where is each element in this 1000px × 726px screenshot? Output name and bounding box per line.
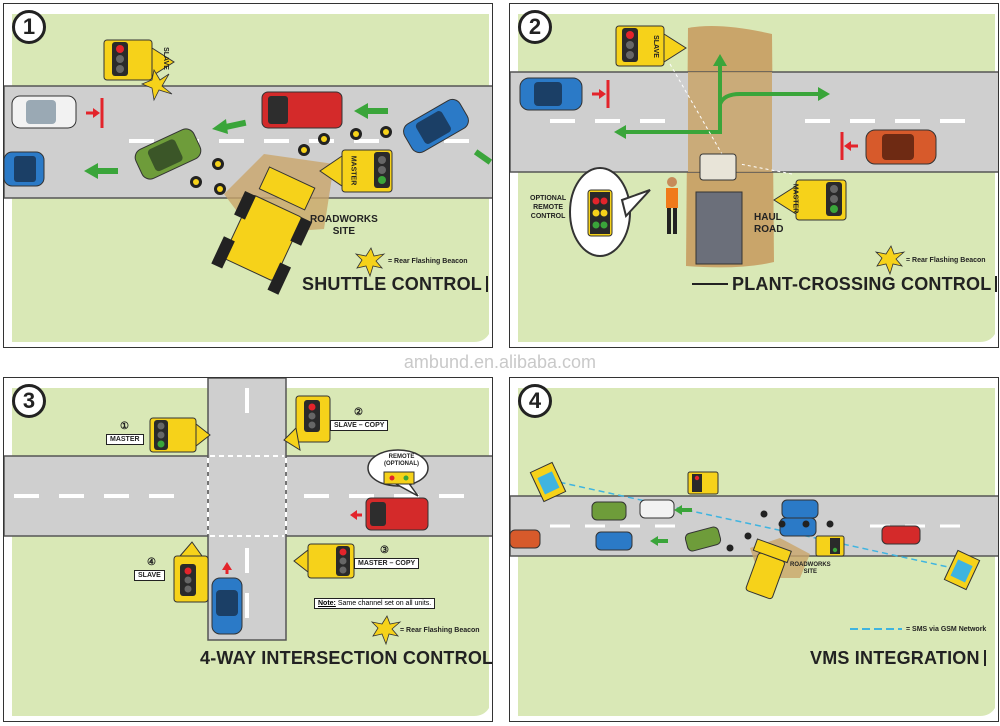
site-line2: SITE [803,569,817,575]
panel-number-4: 4 [518,384,552,418]
slave-label: SLAVE [134,570,165,581]
watermark: ambund.en.alibaba.com [403,352,597,372]
remote-line2: (OPTIONAL) [384,461,419,467]
marker-4: ④ [147,557,156,568]
slave-traffic-light-unit [687,471,719,495]
blue-car-right [403,98,469,154]
master-label: MASTER [106,434,144,445]
roadworks-site-label: ROADWORKS SITE [310,214,378,238]
master-traffic-light-unit [319,149,393,193]
panel-title-vms: VMS INTEGRATION [810,648,986,669]
plant-crossing-title-text: PLANT-CROSSING CONTROL [732,274,992,294]
panel-title-shuttle-control: SHUTTLE CONTROL [302,274,488,295]
master-copy-label: MASTER – COPY [354,558,420,569]
green-car [134,128,202,180]
panel-title-4-way: 4-WAY INTERSECTION CONTROL [200,648,492,669]
panel-number-3: 3 [12,384,46,418]
white-car [11,95,77,129]
remote-line1: OPTIONAL [530,195,567,202]
roadworks-site-label: ROADWORKS SITE [790,562,831,576]
blue-car-left [4,151,45,187]
vms-scene [510,378,998,721]
blue-car [211,577,243,635]
vms-board-left [529,461,567,503]
remote-line3: CONTROL [530,213,566,220]
site-label-line1: ROADWORKS [310,214,378,225]
slave-label: SLAVE [651,35,659,58]
haul-road-label: HAUL ROAD [754,212,783,236]
site-label-line2: SITE [332,226,355,237]
panel-number-1: 1 [12,10,46,44]
remote-line1: REMOTE [388,454,415,460]
traffic-light-unit-1 [149,417,211,453]
vms-board-right [943,549,981,591]
sms-link-line [539,477,963,571]
beacon-star-icon [354,247,386,278]
remote-line2: REMOTE [533,204,564,211]
beacon-star-icon [874,245,906,276]
worker-figure [666,177,678,234]
panel-4-way-intersection: 3 ① MASTER ② SLAVE – COPY ③ MASTER – COP… [3,377,493,722]
panel-shuttle-control: 1 SLAVE MASTER ROADWORKS SITE = Rear Fla… [3,3,493,348]
marker-1: ① [120,421,129,432]
loader-vehicle [745,538,792,600]
loader-vehicle [211,166,316,295]
haul-truck [695,153,743,265]
note-text: Same channel set on all units. [335,600,432,607]
marker-3: ③ [380,545,389,556]
plant-crossing-scene [510,4,998,347]
master-label: MASTER [791,183,799,214]
beacon-legend: = Rear Flashing Beacon [400,627,480,634]
haul-line2: ROAD [754,224,784,235]
marker-2: ② [354,407,363,418]
site-line1: ROADWORKS [790,562,831,568]
beacon-star-icon [370,615,402,646]
traffic-light-unit-2 [283,395,331,452]
master-traffic-light-unit [815,535,845,557]
panel-vms-integration: 4 ROADWORKS SITE = SMS via GSM Network V… [509,377,999,722]
remote-optional-label: REMOTE (OPTIONAL) [384,454,419,468]
panel-title-plant-crossing: PLANT-CROSSING CONTROL [692,274,998,295]
red-van [365,497,429,531]
panel-plant-crossing-control: 2 SLAVE MASTER OPTIONAL REMOTE CONTROL H… [509,3,999,348]
slave-traffic-light-unit [615,25,687,67]
traffic-arrows [84,103,492,179]
panel-number-2: 2 [518,10,552,44]
red-van [261,91,343,129]
crossing-arrows [622,64,820,134]
blue-car [519,77,583,111]
intersection-scene [4,378,492,721]
orange-car [865,129,937,165]
beacon-legend: = Rear Flashing Beacon [906,257,986,264]
beacon-legend: = Rear Flashing Beacon [388,258,468,265]
slave-label: SLAVE [161,47,169,70]
remote-control-label: OPTIONAL REMOTE CONTROL [530,194,566,221]
remote-speech-bubble [569,167,651,257]
master-traffic-light-unit [773,179,847,221]
slave-traffic-light-unit [103,39,175,102]
slave-copy-label: SLAVE – COPY [330,420,389,431]
master-label: MASTER [349,155,357,186]
traffic-light-unit-4 [173,541,209,603]
shuttle-scene [4,4,492,347]
note-bold: Note: [318,600,336,607]
remote-speech-bubble [367,449,429,497]
haul-line1: HAUL [754,212,782,223]
same-channel-note: Note: Same channel set on all units. [314,598,436,609]
sms-legend: = SMS via GSM Network [906,626,987,633]
